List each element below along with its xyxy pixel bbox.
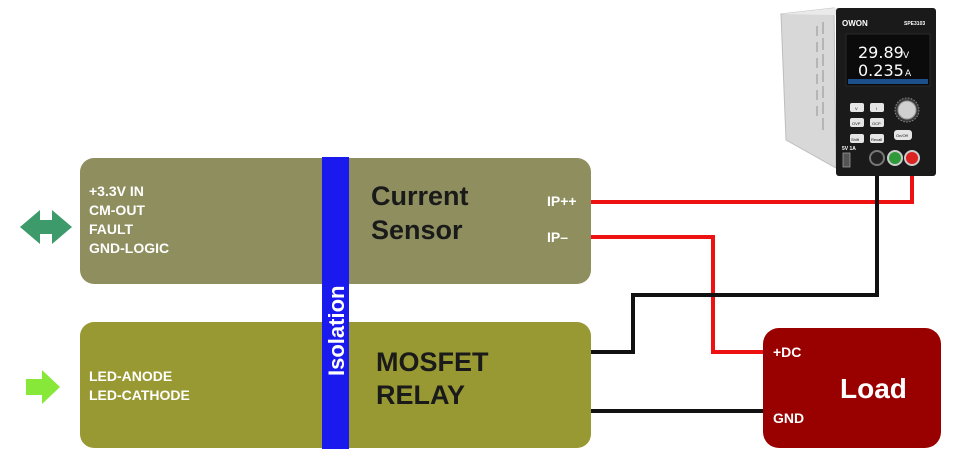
input-arrow-icon bbox=[26, 370, 60, 404]
psu-vents bbox=[816, 22, 824, 130]
bidirectional-arrow-icon bbox=[20, 210, 72, 244]
psu-button-shift-label: Shift bbox=[851, 137, 860, 142]
psu-side-panel bbox=[780, 7, 837, 169]
sensor-pin-gnd-logic: GND-LOGIC bbox=[89, 240, 169, 256]
psu-button-i[interactable] bbox=[870, 103, 884, 112]
psu-screen-status-bar bbox=[848, 79, 928, 84]
isolation-barrier: Isolation bbox=[322, 157, 349, 449]
psu-terminals bbox=[869, 150, 920, 166]
psu-button-recall[interactable] bbox=[870, 134, 884, 143]
relay-pin-led-anode: LED-ANODE bbox=[89, 368, 172, 384]
psu-button-onoff[interactable] bbox=[894, 130, 912, 140]
psu-screen bbox=[845, 33, 931, 87]
psu-voltage-reading: 29.89 bbox=[858, 43, 904, 62]
psu-button-onoff-label: On/Off bbox=[896, 133, 909, 138]
load-block: +DC GND Load bbox=[763, 328, 941, 448]
psu-button-v[interactable] bbox=[850, 103, 864, 112]
psu-knob[interactable] bbox=[897, 100, 917, 120]
relay-title-line1: MOSFET bbox=[376, 347, 489, 377]
psu-button-i-label: I bbox=[876, 106, 877, 111]
isolation-bar bbox=[322, 157, 349, 449]
isolation-label: Isolation bbox=[324, 286, 349, 376]
sensor-pin-ip-plus: IP++ bbox=[547, 193, 577, 209]
psu-button-ocp[interactable] bbox=[870, 118, 884, 127]
psu-brand: OWON bbox=[842, 19, 868, 28]
psu-terminal-negative bbox=[869, 150, 885, 166]
psu-button-shift[interactable] bbox=[850, 134, 864, 143]
wire-psu-negative-to-relay bbox=[591, 160, 879, 354]
psu-button-ovp[interactable] bbox=[850, 118, 864, 127]
sensor-title-line2: Sensor bbox=[371, 215, 463, 245]
psu-port-label: 5V 1A bbox=[842, 146, 856, 152]
sensor-pin-fault: FAULT bbox=[89, 221, 134, 237]
load-pin-gnd: GND bbox=[773, 410, 804, 426]
load-pin-dc: +DC bbox=[773, 344, 801, 360]
load-body bbox=[763, 328, 941, 448]
psu-current-reading: 0.235 bbox=[858, 61, 904, 80]
sensor-pin-cm-out: CM-OUT bbox=[89, 202, 145, 218]
psu-buttons: V I OVP OCP Shift Recall On/Off bbox=[850, 103, 912, 143]
sensor-pin-3v3: +3.3V IN bbox=[89, 183, 144, 199]
psu-button-ocp-label: OCP bbox=[872, 121, 881, 126]
sensor-title-line1: Current bbox=[371, 181, 469, 211]
psu-usb-port bbox=[842, 152, 851, 168]
sensor-pin-ip-minus: IP– bbox=[547, 229, 568, 245]
psu-terminal-ground bbox=[887, 150, 903, 166]
psu-model: SPE3103 bbox=[904, 21, 925, 27]
load-title: Load bbox=[840, 373, 907, 404]
psu-voltage-unit: V bbox=[903, 51, 910, 61]
psu-button-v-label: V bbox=[855, 106, 858, 111]
relay-pin-led-cathode: LED-CATHODE bbox=[89, 387, 190, 403]
psu-current-unit: A bbox=[905, 69, 912, 79]
relay-title-line2: RELAY bbox=[376, 380, 465, 410]
psu-button-recall-label: Recall bbox=[871, 137, 882, 142]
psu-button-ovp-label: OVP bbox=[852, 121, 861, 126]
psu-terminal-positive bbox=[904, 150, 920, 166]
power-supply: OWON SPE3103 29.89 V 0.235 A V I OVP OCP… bbox=[780, 7, 936, 176]
